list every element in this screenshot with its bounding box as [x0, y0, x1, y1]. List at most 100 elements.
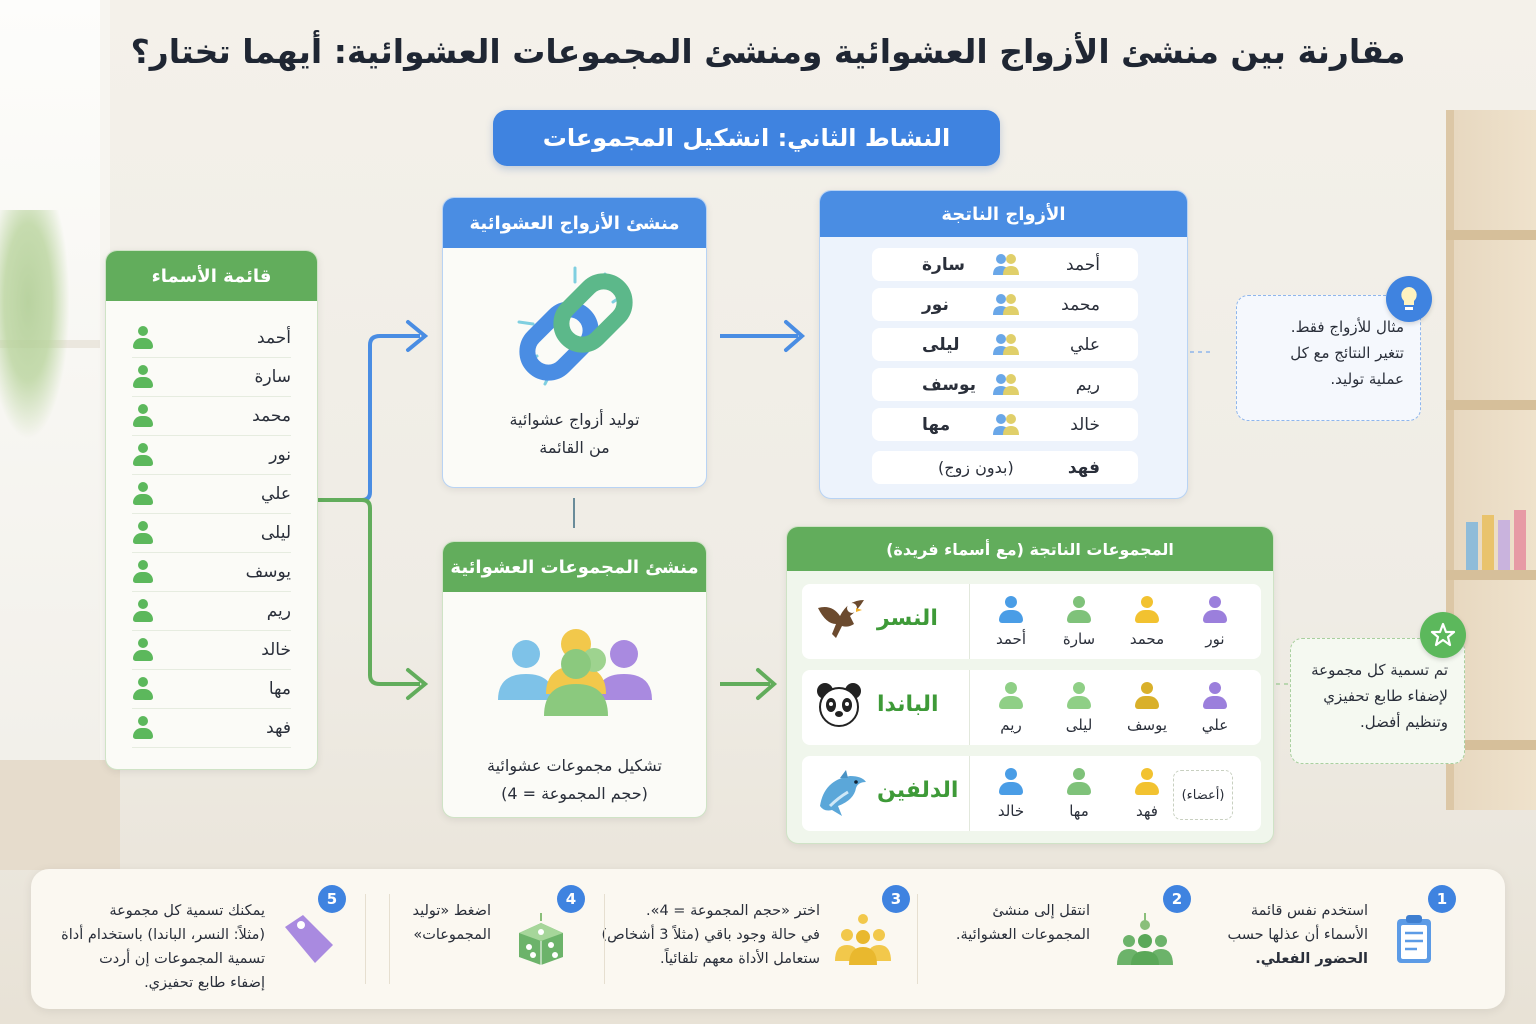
groups-note-line: تم تسمية كل مجموعة [1311, 661, 1448, 679]
person-icon [1202, 596, 1228, 624]
group-generator-line1: تشكيل مجموعات عشوائية [487, 756, 662, 775]
member-name: خالد [997, 802, 1025, 820]
person-icon [132, 677, 154, 701]
step-number: 1 [1428, 885, 1456, 913]
group-member: خالد [981, 768, 1041, 820]
group-member: علي [1185, 682, 1245, 734]
person-icon [132, 599, 154, 623]
step-line: اضغط «توليد [412, 903, 491, 919]
group-generator-card[interactable]: منشئ المجموعات العشوائية تشكيل مجموعات ع… [442, 541, 707, 818]
pair-row: ريم يوسف [872, 368, 1138, 401]
pair-icon [992, 293, 1020, 322]
member-name: فهد [1136, 802, 1158, 820]
step-separator [917, 894, 918, 984]
person-icon [998, 596, 1024, 624]
step-line: انتقل إلى منشئ [992, 903, 1090, 919]
name-label: محمد [252, 406, 291, 426]
person-icon [1134, 768, 1160, 796]
list-item: أحمد [132, 319, 291, 358]
person-icon [1134, 596, 1160, 624]
pair-generator-header: منشئ الأزواج العشوائية [443, 198, 706, 248]
person-icon [1134, 682, 1160, 710]
pair-generator-card[interactable]: منشئ الأزواج العشوائية توليد أزواج عشوائ… [442, 197, 707, 488]
step-line: ستعامل الأداة معهم تلقائياً. [659, 951, 820, 967]
person-icon [132, 716, 154, 740]
chain-link-icon [517, 266, 633, 386]
person-icon [132, 443, 154, 467]
step-line: المجموعات العشوائية. [955, 927, 1090, 943]
group-divider [969, 670, 970, 745]
pair-member-b: يوسف [922, 374, 977, 395]
pair-icon [992, 373, 1020, 402]
step-line: استخدم نفس قائمة [1250, 903, 1368, 919]
list-item: ليلى [132, 514, 291, 553]
person-icon [132, 560, 154, 584]
star-icon [1420, 612, 1466, 658]
person-icon [132, 326, 154, 350]
name-label: علي [261, 484, 291, 504]
person-icon [132, 638, 154, 662]
step-line: في حالة وجود باقي (مثلاً 3 أشخاص) [601, 927, 820, 943]
step-text: انتقل إلى منشئ المجموعات العشوائية. [956, 899, 1090, 947]
pair-member-b: مها [922, 414, 951, 435]
step-text: يمكنك تسمية كل مجموعة(مثلاً: النسر، البا… [61, 899, 265, 995]
group-member: يوسف [1117, 682, 1177, 734]
name-label: سارة [254, 367, 291, 387]
step-line: تسمية المجموعات إن أردت [99, 951, 265, 967]
group-member: ريم [981, 682, 1041, 734]
groups-result-card: المجموعات الناتجة (مع أسماء فريدة) النسر… [786, 526, 1274, 844]
name-label: مها [268, 679, 291, 699]
name-label: نور [269, 445, 291, 465]
member-name: مها [1069, 802, 1089, 820]
person-icon [1066, 682, 1092, 710]
pair-member-a: خالد [1070, 414, 1100, 435]
members-placeholder: (أعضاء) [1173, 770, 1233, 820]
step-number: 4 [557, 885, 585, 913]
member-name: محمد [1129, 630, 1165, 648]
group-divider [969, 756, 970, 831]
member-name: ريم [1000, 716, 1022, 734]
list-item: خالد [132, 631, 291, 670]
group-member: ليلى [1049, 682, 1109, 734]
person-icon [132, 365, 154, 389]
pairs-note-line: مثال للأزواج فقط. [1290, 318, 1404, 336]
pair-member-a: محمد [1061, 294, 1100, 315]
step-separator [365, 894, 366, 984]
group-generator-line2: (حجم المجموعة = 4) [501, 784, 648, 803]
pair-member-a: أحمد [1066, 254, 1100, 275]
group-member: مها [1049, 768, 1109, 820]
pairs-note: مثال للأزواج فقط. تتغير النتائج مع كل عم… [1236, 295, 1421, 421]
member-name: ليلى [1065, 716, 1093, 734]
groups-result-header: المجموعات الناتجة (مع أسماء فريدة) [787, 527, 1273, 571]
step-number: 3 [882, 885, 910, 913]
person-icon [1066, 768, 1092, 796]
solo-note: (بدون زوج) [938, 458, 1014, 477]
list-item: مها [132, 670, 291, 709]
eagle-icon [814, 594, 868, 652]
step-text: اختر «حجم المجموعة = 4».في حالة وجود باق… [602, 899, 820, 971]
member-name: أحمد [996, 630, 1026, 648]
step-line: الحضور الفعلي. [1255, 951, 1368, 967]
background-plant [0, 210, 70, 440]
group-divider [969, 584, 970, 659]
step-separator [604, 894, 605, 984]
group-member: نور [1185, 596, 1245, 648]
people-icon [835, 911, 893, 967]
member-name: سارة [1062, 630, 1096, 648]
solo-member: فهد [1067, 457, 1100, 478]
list-item: فهد [132, 709, 291, 748]
list-item: محمد [132, 397, 291, 436]
pair-member-a: ريم [1075, 374, 1100, 395]
pair-icon [992, 253, 1020, 282]
lightbulb-icon [1386, 276, 1432, 322]
group-member: محمد [1117, 596, 1177, 648]
pair-row-solo: فهد (بدون زوج) [872, 451, 1138, 484]
